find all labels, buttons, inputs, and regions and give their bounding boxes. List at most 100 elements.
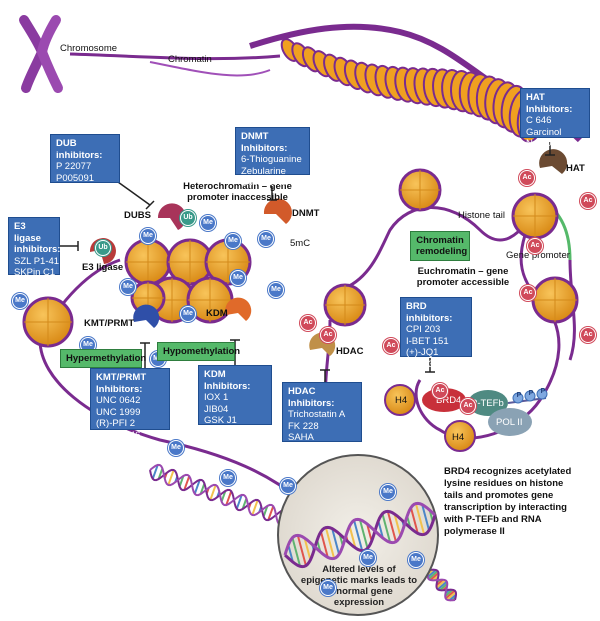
base-pair	[358, 519, 369, 549]
base-pair	[235, 494, 243, 510]
base-pair	[445, 589, 456, 600]
chromosome-icon	[19, 15, 63, 93]
base-pair	[331, 528, 341, 555]
base-pair	[167, 469, 175, 486]
inhibitor-item: P005091	[56, 172, 95, 184]
me-mark: Me	[230, 270, 246, 286]
base-pair	[199, 483, 206, 495]
base-pair	[353, 520, 364, 551]
base-pair	[439, 583, 448, 591]
base-pair	[241, 498, 248, 510]
ac-mark: Ac	[580, 193, 596, 209]
inhibitor-item: GSK J1	[204, 415, 237, 426]
h4-label-lower: H4	[452, 432, 465, 443]
base-pair	[348, 525, 357, 549]
inhibitor-item: I-BET 151	[406, 335, 449, 347]
base-pair	[393, 513, 402, 537]
base-pair	[436, 579, 446, 589]
hdac-label: HDAC	[336, 346, 364, 357]
base-pair	[296, 535, 307, 566]
altered-expression-note: Altered levels of epigenetic marks leads…	[300, 564, 418, 608]
base-pair	[220, 490, 227, 502]
base-pair	[267, 505, 275, 521]
ac-mark: Ac	[519, 170, 535, 186]
base-pair	[381, 513, 392, 543]
p-mark: P	[528, 390, 534, 397]
inhibitor-item: C 646	[526, 115, 552, 126]
histone-tail-label: Histone tail	[458, 210, 505, 221]
inhibitor-item: UNC 0642	[96, 395, 141, 406]
base-pair	[386, 511, 397, 542]
chromatin-coil	[280, 38, 547, 143]
hypermethylation-label: Hypermethylation	[60, 349, 146, 368]
base-pair	[262, 505, 269, 517]
inhibition-lines	[51, 142, 555, 382]
ac-mark: Ac	[383, 338, 399, 354]
ac-mark: Ac	[520, 285, 536, 301]
inhibitor-item: SAHA	[288, 432, 314, 443]
dnmt-label: DNMT	[292, 208, 320, 219]
inhibitor-item: SKPin C1	[14, 267, 56, 278]
ac-mark: Ac	[300, 315, 316, 331]
inhibitor-item: P 22077	[56, 161, 92, 172]
kmt-prmt-inhibitors-box: KMT/PRMT Inhibitors: UNC 0642 UNC 1999 (…	[90, 368, 170, 441]
ac-mark: Ac	[320, 327, 336, 343]
hat-inhibitors-box: HAT Inhibitors: C 646 Garcinol Nu 9056	[520, 88, 590, 149]
base-pair	[446, 591, 457, 601]
kmt-enzyme-icon	[133, 304, 160, 328]
base-pair	[151, 464, 159, 480]
inhibitor-item: SZL P1-41	[14, 255, 60, 267]
base-pair	[427, 569, 437, 578]
inhibitor-item: Decitabine	[241, 177, 286, 188]
base-pair	[178, 475, 185, 487]
inhibitor-item: IOX 1	[204, 392, 229, 403]
e3-inhibitors-title: E3 ligase inhibitors:	[14, 221, 61, 255]
inhibitor-item: (+)-JQ1	[406, 347, 439, 358]
me-mark: Me	[140, 228, 156, 244]
base-pair	[319, 531, 329, 558]
inhibitor-item: Zebularine	[241, 165, 286, 177]
base-pair	[209, 484, 217, 501]
base-pair	[225, 490, 233, 506]
p-mark: P	[540, 388, 546, 395]
ub-mark: Ub	[180, 210, 196, 226]
base-pair	[366, 523, 373, 542]
base-pair	[421, 504, 431, 531]
dnmt-enzyme-icon	[263, 198, 292, 224]
inhibitor-item: SMER 3	[14, 278, 50, 290]
pol-ii-shape	[488, 408, 532, 436]
inhibitor-item: JIB04	[204, 403, 229, 415]
base-pair	[414, 503, 426, 535]
chromosome-label: Chromosome	[60, 43, 118, 54]
dna-strand	[283, 501, 437, 561]
inhibitor-item: GSK J4	[204, 426, 237, 438]
inhibitor-item: UNC 1999	[96, 406, 141, 418]
h4-histone	[384, 384, 416, 416]
inhibitor-item: (R)-PFI 2	[96, 418, 136, 429]
heterochromatin-label: Heterochromatin – gene promoter inaccess…	[183, 181, 292, 203]
p-tefb-label: P-TEFb	[471, 398, 504, 409]
me-mark: Me	[180, 306, 196, 322]
inhibitor-item: FK 228	[288, 420, 319, 432]
inhibitor-item: Spautin 1	[56, 184, 97, 195]
dub-inhibitors-title: DUB inhibitors:	[56, 138, 103, 161]
base-pair	[377, 520, 384, 539]
base-pair	[437, 580, 448, 591]
kdm-inhibitors-box: KDM Inhibitors: IOX 1 JIB04 GSK J1 GSK J…	[198, 365, 272, 438]
me-mark: Me	[258, 231, 274, 247]
me-mark: Me	[380, 484, 396, 500]
base-pair	[193, 479, 201, 495]
base-pair	[427, 570, 439, 580]
base-pair	[409, 507, 419, 534]
inhibitor-item: MS 436	[406, 358, 439, 370]
dnmt-inhibitors-box: DNMT Inhibitors: 6-Thioguanine Zebularin…	[235, 127, 310, 188]
base-pair	[157, 468, 164, 480]
ac-mark: Ac	[460, 398, 476, 414]
hat-label: HAT	[566, 163, 585, 174]
euchromatin-label: Euchromatin – gene promoter accessible	[416, 266, 510, 288]
h4-histone	[444, 420, 476, 452]
inhibitor-item: Garcinol	[526, 126, 562, 138]
e3-ligase-label: E3 ligase	[82, 262, 124, 273]
hat-enzyme-icon	[539, 149, 568, 174]
